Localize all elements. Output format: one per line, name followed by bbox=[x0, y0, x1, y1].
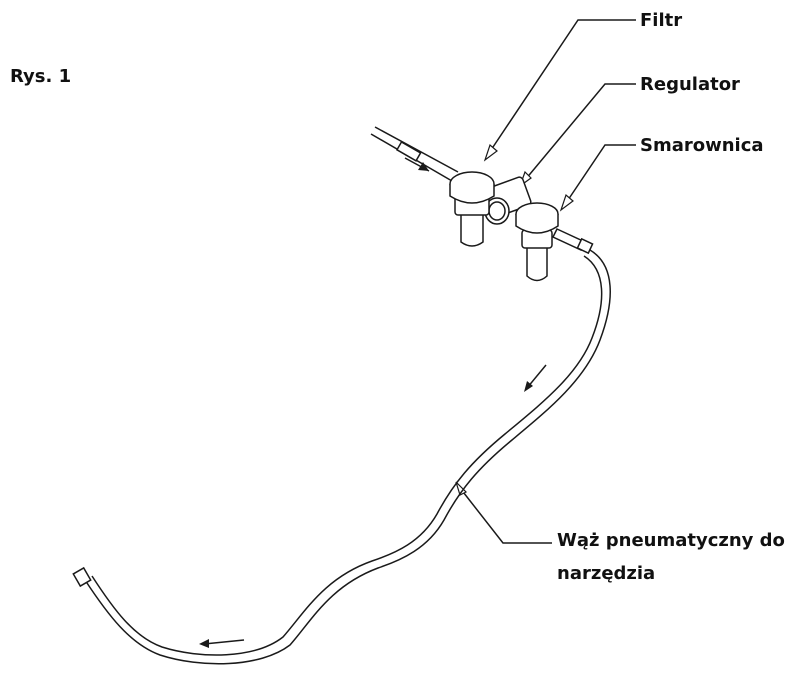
hose-end-connector bbox=[72, 566, 92, 588]
supply-pipe bbox=[370, 126, 459, 182]
regulator-knob-inner bbox=[488, 201, 506, 221]
hose-edge-outer bbox=[84, 249, 611, 665]
regulator-unit bbox=[484, 176, 532, 225]
leader-arrowheads bbox=[455, 143, 574, 496]
leader-filter bbox=[490, 19, 636, 151]
hose-edge-inner bbox=[91, 255, 603, 656]
leader-lines bbox=[459, 19, 636, 544]
label-lubricator: Smarownica bbox=[640, 135, 764, 156]
leader-hose bbox=[459, 487, 552, 544]
arrowhead-hose bbox=[455, 481, 468, 496]
flow-arrow-lower bbox=[203, 639, 245, 645]
lubricator-bowl bbox=[526, 244, 548, 282]
label-hose-line2: narzędzia bbox=[557, 563, 655, 584]
leader-regulator bbox=[524, 83, 636, 181]
leader-lubricator bbox=[567, 144, 636, 201]
hose-flow-arrows bbox=[199, 364, 547, 648]
label-filter: Filtr bbox=[640, 10, 682, 31]
label-regulator: Regulator bbox=[640, 74, 740, 95]
flow-arrowhead-upper bbox=[524, 381, 533, 392]
lubricator-unit bbox=[515, 202, 594, 282]
flow-arrowhead-lower bbox=[199, 639, 209, 648]
filter-head-side bbox=[449, 184, 495, 204]
filter-bowl bbox=[460, 211, 484, 247]
lubricator-head-side bbox=[515, 214, 559, 234]
arrowhead-filter bbox=[483, 143, 498, 162]
arrowhead-lubricator bbox=[559, 193, 574, 212]
figure-caption: Rys. 1 bbox=[10, 66, 71, 87]
lubricator-hose-fitting bbox=[576, 237, 594, 255]
label-hose-line1: Wąż pneumatyczny do bbox=[557, 530, 785, 551]
supply-pipe-top-edge bbox=[374, 126, 459, 173]
supply-flow-arrowhead bbox=[418, 162, 429, 171]
supply-pipe-coupling bbox=[395, 141, 422, 162]
filter-unit bbox=[449, 171, 495, 247]
pneumatic-hose bbox=[72, 249, 611, 665]
